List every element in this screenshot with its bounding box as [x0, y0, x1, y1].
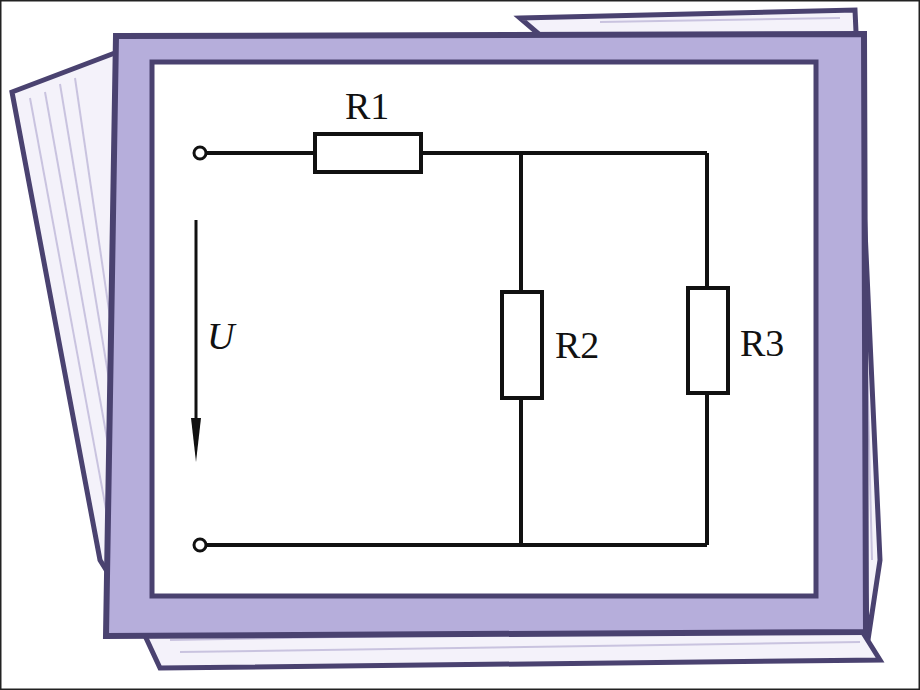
voltage-label: U — [207, 317, 234, 355]
wires — [206, 153, 707, 545]
frame-panel — [152, 62, 816, 596]
resistor-symbol — [315, 134, 421, 172]
picture-frame — [106, 34, 866, 636]
part-name: R3 — [740, 324, 784, 362]
resistor-symbol — [502, 292, 542, 398]
part-name: R1 — [345, 87, 389, 125]
terminal — [194, 539, 206, 551]
voltage-arrow — [195, 220, 198, 420]
part-name: R2 — [555, 326, 599, 364]
terminal — [194, 147, 206, 159]
resistor-symbol — [688, 288, 728, 393]
arrowhead — [191, 418, 201, 462]
